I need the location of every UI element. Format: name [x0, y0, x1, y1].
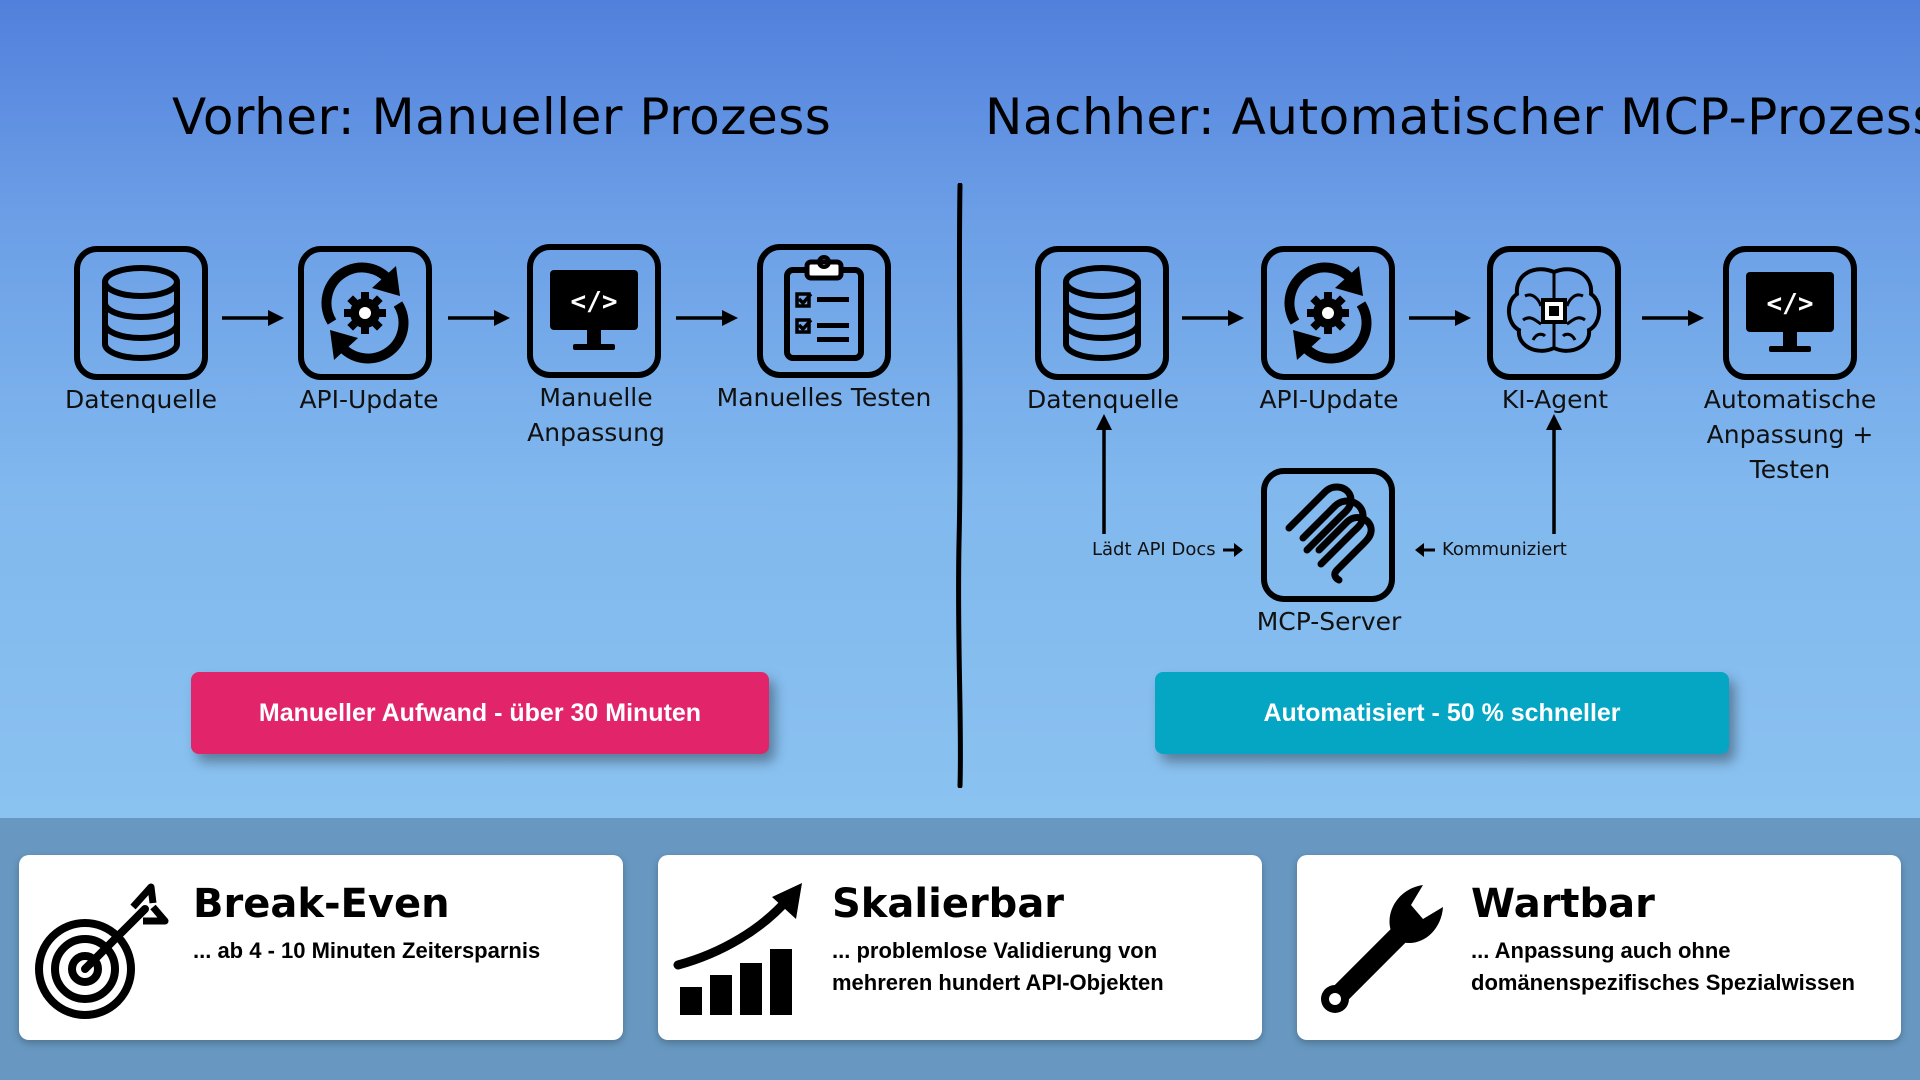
after-api-update-label: API-Update: [1259, 385, 1399, 414]
before-heading: Vorher: Manueller Prozess: [172, 88, 832, 146]
benefit-card-maintainable: Wartbar ... Anpassung auch ohne domänens…: [1297, 855, 1901, 1040]
arrow-right-icon: [1642, 310, 1704, 326]
automated-badge: Automatisiert - 50 % schneller: [1155, 672, 1729, 754]
arrow-right-icon: [222, 310, 284, 326]
before-api-update-label: API-Update: [299, 385, 439, 414]
after-auto-adjust-label: Automatische Anpassung + Testen: [1703, 385, 1877, 484]
arrow-right-icon: [448, 310, 510, 326]
after-datasource-label: Datenquelle: [1027, 385, 1179, 414]
mcp-logo-icon: [1259, 466, 1397, 604]
maintainable-text: ... Anpassung auch ohne domänenspezifisc…: [1471, 938, 1855, 995]
arrow-up-icon: [1546, 414, 1562, 534]
benefit-card-scalable: Skalierbar ... problemlose Validierung v…: [658, 855, 1262, 1040]
scalable-text: ... problemlose Validierung von mehreren…: [832, 938, 1164, 995]
arrow-right-icon: [1222, 542, 1243, 557]
break-even-title: Break-Even: [193, 881, 450, 927]
database-icon: [72, 244, 210, 382]
manual-effort-badge: Manueller Aufwand - über 30 Minuten: [191, 672, 769, 754]
before-datasource-node: [72, 244, 210, 382]
maintainable-title: Wartbar: [1471, 881, 1655, 927]
communicates-note: Kommuniziert: [1414, 539, 1567, 560]
clipboard-checklist-icon: [755, 242, 893, 380]
after-ki-agent-label: KI-Agent: [1501, 385, 1609, 414]
before-api-update-node: [296, 244, 434, 382]
before-manual-test-node: [755, 242, 893, 380]
after-ki-agent-node: [1485, 244, 1623, 382]
divider-line: [956, 183, 963, 788]
sync-gear-icon: [296, 244, 434, 382]
database-icon: [1033, 244, 1171, 382]
code-monitor-icon: [1721, 244, 1859, 382]
loads-api-docs-note: Lädt API Docs: [1092, 539, 1248, 560]
sync-gear-icon: [1259, 244, 1397, 382]
arrow-left-icon: [1415, 542, 1435, 557]
before-manual-adjust-label: Manuelle Anpassung: [527, 383, 665, 447]
before-manual-test-label: Manuelles Testen: [716, 383, 932, 412]
arrow-right-icon: [1182, 310, 1244, 326]
communicates-text: Kommuniziert: [1442, 539, 1567, 560]
after-auto-adjust-node: [1721, 244, 1859, 382]
scalable-title: Skalierbar: [832, 881, 1065, 927]
ai-brain-icon: [1485, 244, 1623, 382]
arrow-right-icon: [676, 310, 738, 326]
wrench-icon: [1321, 885, 1443, 1013]
arrow-right-icon: [1409, 310, 1471, 326]
before-datasource-label: Datenquelle: [65, 385, 217, 414]
before-manual-adjust-node: [525, 242, 663, 380]
target-dart-icon: [35, 883, 169, 1019]
after-api-update-node: [1259, 244, 1397, 382]
code-monitor-icon: [525, 242, 663, 380]
benefit-card-break-even: Break-Even ... ab 4 - 10 Minuten Zeiters…: [19, 855, 623, 1040]
after-datasource-node: [1033, 244, 1171, 382]
break-even-text: ... ab 4 - 10 Minuten Zeitersparnis: [193, 938, 541, 963]
after-heading: Nachher: Automatischer MCP-Prozess: [985, 88, 1920, 146]
arrow-up-icon: [1096, 414, 1112, 534]
growth-chart-icon: [673, 883, 802, 1015]
loads-api-docs-text: Lädt API Docs: [1092, 539, 1216, 560]
mcp-server-node: [1259, 466, 1397, 604]
mcp-server-label: MCP-Server: [1256, 607, 1402, 636]
